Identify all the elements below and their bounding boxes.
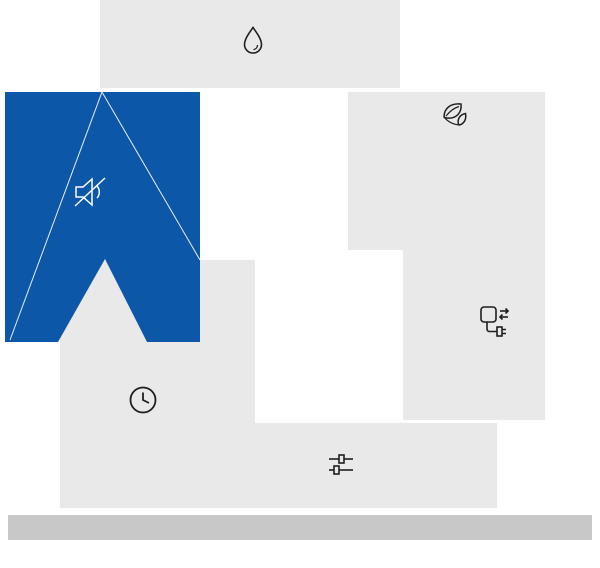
plug-swap-icon bbox=[476, 302, 514, 340]
speaker-mute-icon bbox=[68, 170, 112, 214]
sliders-icon bbox=[324, 447, 358, 481]
tile-transfer[interactable] bbox=[403, 250, 545, 420]
tile-eco[interactable] bbox=[348, 92, 545, 250]
leaf-icon bbox=[436, 98, 470, 132]
clock-icon bbox=[125, 382, 161, 418]
tile-settings[interactable] bbox=[200, 423, 497, 508]
water-drop-icon bbox=[236, 24, 270, 58]
tile-muted-ribbon[interactable] bbox=[5, 92, 200, 342]
tile-water[interactable] bbox=[100, 0, 400, 88]
ribbon-shape bbox=[5, 92, 200, 342]
bottom-bar bbox=[8, 515, 592, 540]
